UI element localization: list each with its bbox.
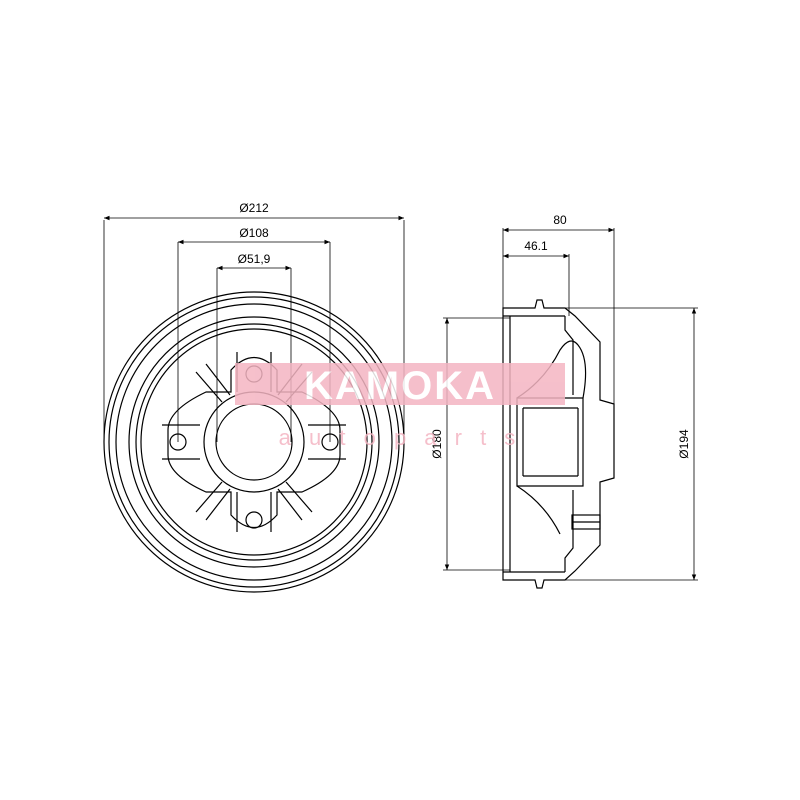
drum-side-profile [502, 299, 615, 589]
side-dimensions [443, 227, 698, 581]
dim-inner-diameter: Ø180 [430, 429, 444, 459]
kamoka-watermark: KAMOKA a u t o p a r t s [235, 363, 565, 450]
dim-bolt-circle: Ø108 [239, 226, 269, 240]
watermark-brand: KAMOKA [304, 364, 496, 408]
dim-center-bore: Ø51,9 [238, 252, 271, 266]
drum-ring-3 [115, 303, 393, 581]
dim-outer-diameter: Ø212 [239, 201, 269, 215]
side-view [502, 299, 615, 589]
drum-ring-4 [128, 316, 380, 568]
dim-total-width: 80 [553, 213, 567, 227]
bolt-hole-bottom [245, 511, 263, 529]
drum-ring-6 [140, 328, 368, 556]
hub-cylinder [516, 397, 584, 487]
watermark-tagline: a u t o p a r t s [279, 425, 522, 450]
dim-flange-diameter: Ø194 [677, 429, 691, 459]
drum-ring-2 [108, 296, 400, 588]
dim-hub-offset: 46.1 [524, 239, 548, 253]
drum-ring-5 [135, 323, 373, 561]
watermark-logo-block [235, 363, 565, 405]
